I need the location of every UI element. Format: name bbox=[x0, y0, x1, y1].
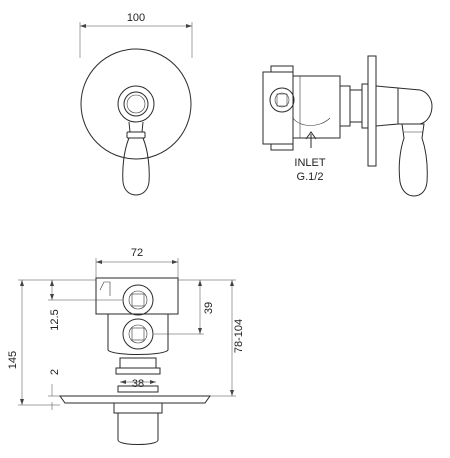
inlet-label: INLET bbox=[294, 157, 325, 169]
rear-bottom-port bbox=[122, 318, 154, 350]
side-view: INLET G.1/2 bbox=[262, 55, 433, 197]
height-145-dimension: 145 bbox=[7, 351, 19, 369]
front-hub-inner bbox=[123, 91, 149, 117]
inlet-arrow-icon bbox=[305, 131, 317, 148]
depth-range-dimension: 78-104 bbox=[233, 319, 245, 353]
front-hub-outer bbox=[117, 85, 155, 123]
front-lever-handle bbox=[122, 137, 150, 196]
front-view: 100 bbox=[79, 12, 193, 196]
offset-2-dimension: 2 bbox=[49, 369, 61, 375]
rear-depth-dimension: 38 bbox=[132, 378, 144, 390]
inlet-size-label: G.1/2 bbox=[297, 171, 324, 183]
offset-12-5-dimension: 12.5 bbox=[49, 309, 61, 330]
rear-view: 72 38 145 bbox=[7, 247, 245, 445]
port-39-dimension: 39 bbox=[203, 302, 215, 314]
side-backplate bbox=[367, 55, 377, 167]
rear-top-port bbox=[122, 284, 154, 316]
side-outlet-port bbox=[269, 87, 295, 113]
front-width-dimension: 100 bbox=[127, 12, 145, 24]
side-lever-handle bbox=[398, 123, 428, 197]
rear-backplate bbox=[59, 395, 211, 404]
front-backplate bbox=[80, 48, 192, 160]
rear-width-dimension: 72 bbox=[131, 247, 143, 259]
